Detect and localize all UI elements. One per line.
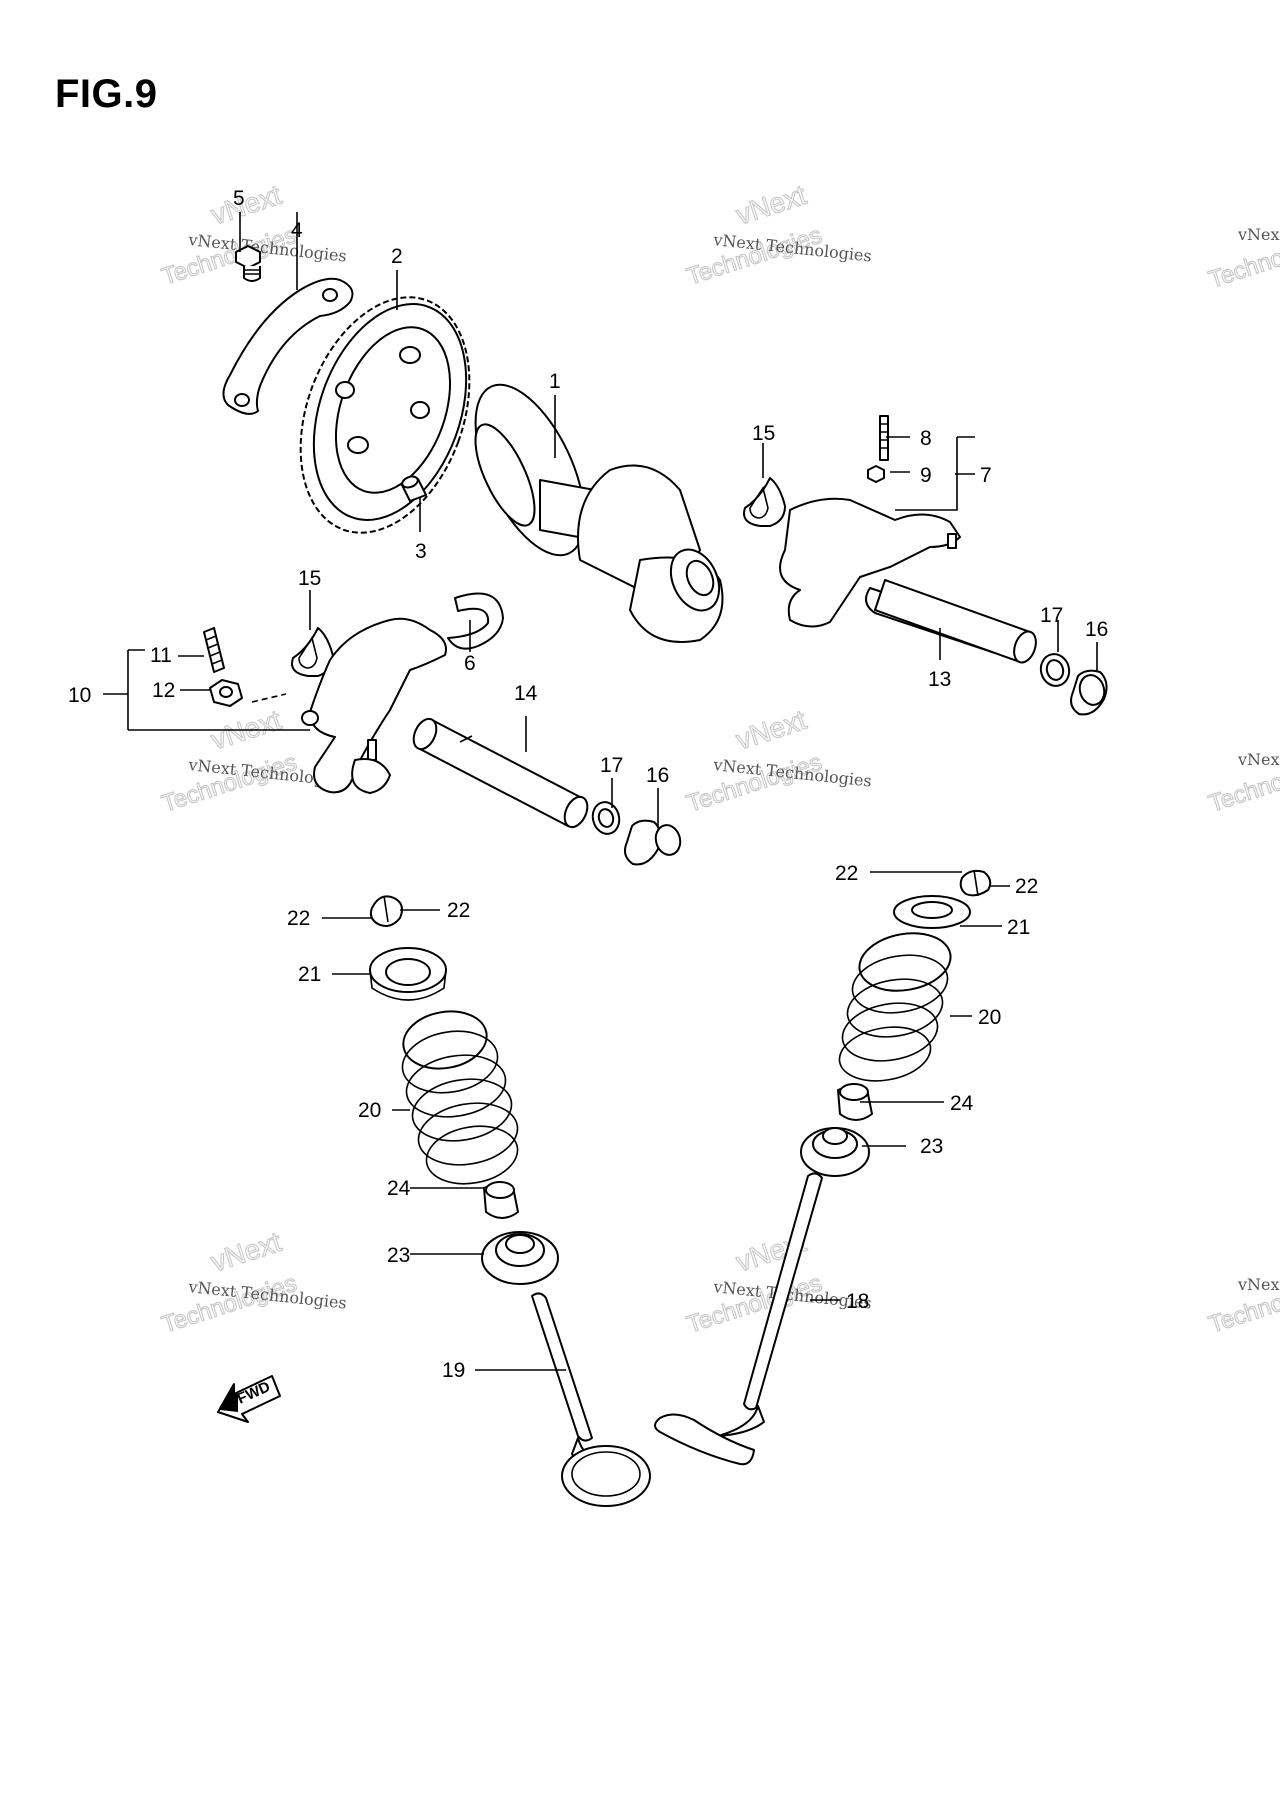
label-part-19: 19 [442, 1359, 465, 1382]
label-part-22-right-b: 22 [1015, 875, 1038, 898]
label-part-16-right: 16 [1085, 618, 1108, 641]
svg-text:vNext: vNext [207, 1226, 285, 1278]
part-cotter-right [959, 869, 992, 897]
label-part-17-right: 17 [1040, 604, 1063, 627]
svg-text:vNext: vNext [732, 179, 810, 231]
part-pin [401, 475, 427, 502]
part-lock-nut-left [209, 679, 243, 707]
part-o-ring-left [591, 801, 621, 835]
part-cotter-left [369, 895, 403, 927]
label-part-22-left-a: 22 [287, 907, 310, 930]
label-part-15-left: 15 [298, 567, 321, 590]
part-valve-spring-right [838, 932, 952, 1082]
part-rocker-shaft-right [874, 579, 1037, 664]
label-part-9: 9 [920, 464, 932, 487]
leader-lines [103, 212, 1098, 1371]
part-retainer-upper [743, 477, 786, 527]
label-part-8: 8 [920, 427, 932, 450]
svg-text:vNext: vNext [207, 179, 285, 231]
label-part-24-right: 24 [950, 1092, 974, 1115]
label-part-22-left-b: 22 [447, 899, 470, 922]
fwd-arrow-icon: FWD [217, 1375, 281, 1423]
label-part-13: 13 [928, 668, 951, 691]
label-part-16-left: 16 [646, 764, 669, 787]
watermark-mid-right: Technologies vNext Technologies [1205, 748, 1280, 818]
label-part-20-right: 20 [978, 1006, 1001, 1029]
label-part-14: 14 [514, 682, 538, 705]
part-valve-right [654, 1172, 823, 1466]
label-part-1: 1 [549, 370, 561, 393]
label-part-24-left: 24 [387, 1177, 411, 1200]
part-cap-left [624, 819, 682, 866]
label-part-3: 3 [415, 540, 427, 563]
part-number-labels: 5 4 2 1 3 6 15 8 9 7 13 17 16 15 11 12 1… [68, 187, 1108, 1382]
part-rocker-arm-left [301, 617, 447, 794]
part-bolt [235, 245, 261, 282]
label-part-15-upper: 15 [752, 422, 775, 445]
label-part-2: 2 [391, 245, 403, 268]
part-spring-seat-left [481, 1231, 559, 1285]
label-part-12: 12 [152, 679, 175, 702]
watermark-top-center: vNext Technologies vNext Technologies [683, 178, 873, 291]
label-part-22-right-a: 22 [835, 862, 858, 885]
figure-title: FIG.9 [55, 72, 158, 116]
part-retainer-spring-right [893, 895, 971, 929]
svg-text:vNext Technologies: vNext Technologies [1237, 750, 1280, 769]
part-spring-seat-right [800, 1127, 870, 1177]
label-part-4: 4 [291, 219, 303, 242]
watermark-bottom-left: vNext Technologies vNext Technologies [158, 1225, 348, 1339]
leader-dashed-10 [251, 693, 287, 703]
watermark-top-right: Technologies vNext Technologies [1205, 224, 1280, 294]
label-part-21-right: 21 [1007, 916, 1030, 939]
label-part-11: 11 [150, 644, 172, 667]
part-stem-seal-left [483, 1181, 519, 1219]
part-retainer-spring-left [369, 947, 447, 1001]
label-part-6: 6 [464, 652, 476, 675]
watermark-mid-center: vNext Technologies vNext Technologies [683, 703, 873, 818]
label-part-20-left: 20 [358, 1099, 381, 1122]
part-rocker-shaft-left [412, 717, 589, 829]
label-part-17-left: 17 [600, 754, 623, 777]
part-clip [447, 592, 504, 650]
part-cap-right [1070, 669, 1108, 716]
part-retainer-left [291, 627, 334, 677]
label-part-5: 5 [233, 187, 245, 210]
part-stem-seal-right [837, 1083, 873, 1121]
label-part-23-left: 23 [387, 1244, 410, 1267]
svg-text:vNext Technologies: vNext Technologies [1237, 225, 1280, 244]
part-o-ring-right [1039, 653, 1071, 687]
part-cam-gear [299, 296, 471, 534]
part-camshaft [474, 383, 724, 643]
label-part-10: 10 [68, 684, 91, 707]
part-valve-spring-left [401, 1010, 519, 1185]
part-plate [222, 277, 354, 415]
part-adjust-screw-left [203, 627, 225, 673]
label-part-23-right: 23 [920, 1135, 943, 1158]
part-valve-left [531, 1292, 651, 1507]
label-part-21-left: 21 [298, 963, 321, 986]
watermark-bottom-right: Technologies vNext Technologies [1205, 1269, 1280, 1339]
svg-text:vNext: vNext [732, 704, 810, 756]
label-part-7: 7 [980, 464, 992, 487]
svg-text:vNext Technologies: vNext Technologies [1237, 1275, 1280, 1294]
label-part-18: 18 [846, 1290, 869, 1313]
